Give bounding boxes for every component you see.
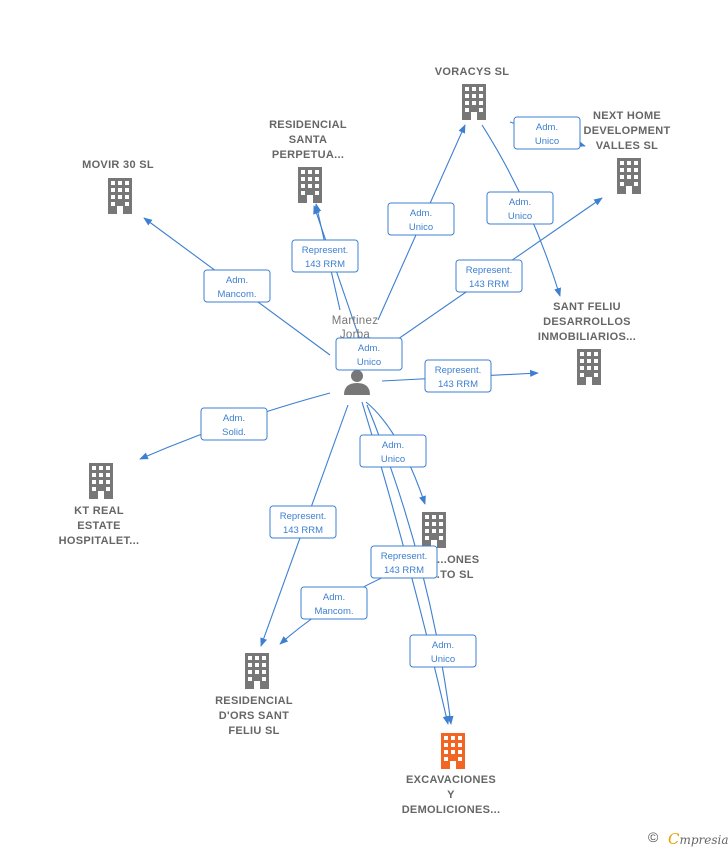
edge-label-text: Unico	[409, 222, 433, 233]
edge-label-text: 143 RRM	[384, 565, 424, 576]
building-icon[interactable]	[441, 733, 465, 769]
edge-label-text: Adm.	[432, 640, 454, 651]
edge-label-text: Unico	[535, 136, 559, 147]
edge-label-nexthome[interactable]: Represent. 143 RRM	[455, 259, 523, 293]
edge-label-text: Adm.	[223, 413, 245, 424]
edge-label-text: Represent.	[466, 265, 512, 276]
company-label-excavaciones: EXCAVACIONES	[406, 774, 496, 786]
edge-label-text: Represent.	[435, 365, 481, 376]
brand-logo: Cmpresia	[668, 830, 728, 848]
edge-label-text: Adm.	[536, 122, 558, 133]
company-label-dors: RESIDENCIAL	[215, 695, 293, 707]
edge-label-text: Solid.	[222, 427, 246, 438]
company-label-dors: D'ORS SANT	[219, 710, 289, 722]
edge-label-text: Adm.	[323, 592, 345, 603]
edge-label-excav-adm[interactable]: Adm. Unico	[409, 634, 477, 668]
edge-label-voracys[interactable]: Adm. Unico	[387, 202, 455, 236]
company-label-dors: FELIU SL	[228, 725, 279, 737]
edge-label-text: 143 RRM	[283, 525, 323, 536]
edge-label-text: Represent.	[302, 245, 348, 256]
edge-label-text: 143 RRM	[438, 379, 478, 390]
company-label-santfeliu: DESARROLLOS	[543, 316, 631, 328]
edge-label-text: 143 RRM	[305, 259, 345, 270]
edge-label-santfeliu[interactable]: Represent. 143 RRM	[424, 359, 492, 393]
company-label-santaperpetua: RESIDENCIAL	[269, 119, 347, 131]
building-icon[interactable]	[462, 84, 486, 120]
edge-label-text: Unico	[508, 211, 532, 222]
company-label-nexthome: VALLES SL	[596, 140, 658, 152]
edge-label-ktreal[interactable]: Adm. Solid.	[200, 407, 268, 441]
company-label-santaperpetua: SANTA	[289, 134, 328, 146]
building-icon[interactable]	[89, 463, 113, 499]
edge-label-voracys-nexthome[interactable]: Adm. Unico	[513, 116, 581, 150]
person-icon[interactable]	[344, 370, 370, 395]
building-icon[interactable]	[422, 512, 446, 548]
edge-label-text: Adm.	[410, 208, 432, 219]
company-label-promociones: ...TO SL	[430, 569, 474, 581]
edge-label-santaperpetua-adm[interactable]: Adm. Unico	[335, 337, 403, 371]
edge-label-text: Adm.	[382, 440, 404, 451]
company-label-santaperpetua: PERPETUA...	[272, 149, 344, 161]
edge-label-text: Adm.	[509, 197, 531, 208]
copyright-symbol: ©	[648, 829, 659, 845]
company-label-excavaciones: Y	[447, 789, 455, 801]
edge-label-text: 143 RRM	[469, 279, 509, 290]
edge-label-santaperpetua-rep[interactable]: Represent. 143 RRM	[291, 239, 359, 273]
company-label-ktreal: HOSPITALET...	[59, 535, 140, 547]
company-label-nexthome: DEVELOPMENT	[583, 125, 670, 137]
company-label-ktreal: KT REAL	[74, 505, 124, 517]
edge-label-voracys-santfeliu[interactable]: Adm. Unico	[486, 191, 554, 225]
edge-label-text: Adm.	[358, 343, 380, 354]
person-label: Martinez	[332, 315, 379, 327]
edge-label-text: Represent.	[280, 511, 326, 522]
building-icon[interactable]	[108, 178, 132, 214]
edge-santaperpetua-adm	[313, 205, 361, 341]
edge-label-text: Mancom.	[217, 289, 256, 300]
edge-label-excav-rep[interactable]: Represent. 143 RRM	[370, 545, 438, 579]
edge-label-promociones[interactable]: Adm. Unico	[359, 434, 427, 468]
company-label-excavaciones: DEMOLICIONES...	[402, 804, 501, 816]
edge-label-text: Represent.	[381, 551, 427, 562]
edge-label-text: Mancom.	[314, 606, 353, 617]
building-icon[interactable]	[577, 349, 601, 385]
company-label-voracys: VORACYS SL	[435, 66, 510, 78]
building-icon[interactable]	[298, 167, 322, 203]
company-label-ktreal: ESTATE	[77, 520, 121, 532]
edge-label-dors-mancom[interactable]: Adm. Mancom.	[300, 586, 368, 620]
building-icon[interactable]	[617, 158, 641, 194]
edge-label-text: Unico	[357, 357, 381, 368]
edge-label-text: Unico	[431, 654, 455, 665]
company-label-promociones: ...ONES	[437, 554, 479, 566]
company-label-santfeliu: INMOBILIARIOS...	[538, 331, 636, 343]
company-label-movir: MOVIR 30 SL	[82, 159, 154, 171]
company-label-nexthome: NEXT HOME	[593, 110, 661, 122]
footer-brand: © Cmpresia	[648, 828, 728, 848]
edge-label-text: Adm.	[226, 275, 248, 286]
edge-label-dors-rep[interactable]: Represent. 143 RRM	[269, 505, 337, 539]
edge-label-text: Unico	[381, 454, 405, 465]
company-label-santfeliu: SANT FELIU	[553, 301, 621, 313]
edge-label-movir[interactable]: Adm. Mancom.	[203, 269, 271, 303]
building-icon[interactable]	[245, 653, 269, 689]
